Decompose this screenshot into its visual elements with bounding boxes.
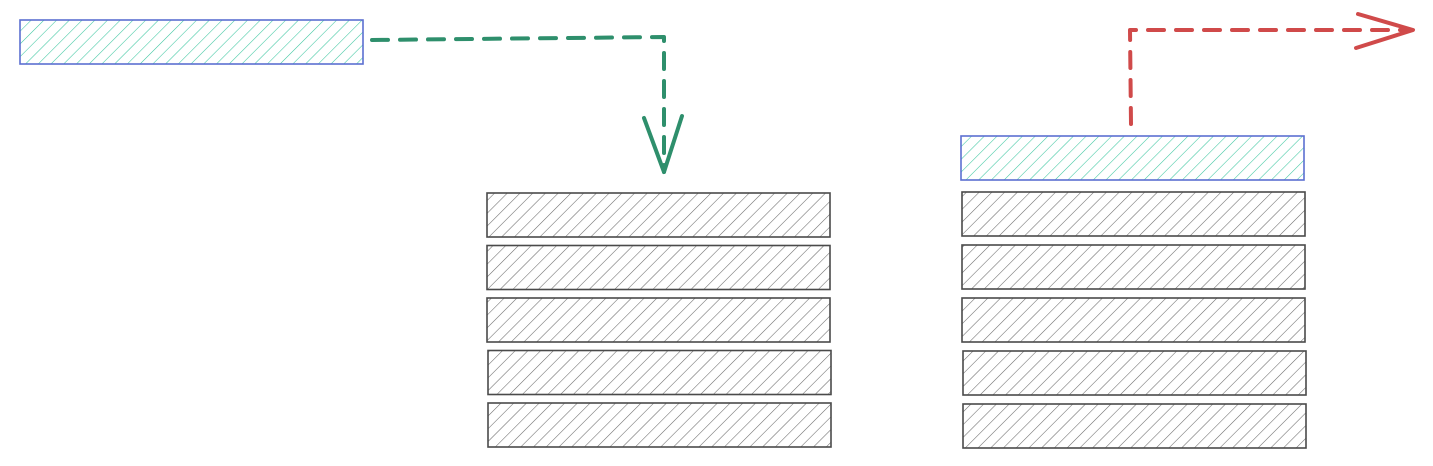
right-stack-item <box>961 297 1306 343</box>
pop-arrow-line <box>1128 28 1414 126</box>
pop-arrow-head <box>1354 12 1415 50</box>
right-stack-item <box>962 403 1307 449</box>
incoming-block <box>19 19 364 65</box>
push-arrow-head <box>642 114 684 174</box>
incoming-element <box>19 19 364 65</box>
right-stack-item <box>962 350 1307 396</box>
left-stack-item <box>486 192 831 238</box>
right-stack <box>960 135 1307 449</box>
right-stack-item <box>961 191 1306 237</box>
right-stack-item <box>961 244 1306 290</box>
left-stack-item <box>486 244 831 291</box>
pop-arrow <box>1128 12 1415 126</box>
left-stack-item <box>487 402 832 448</box>
right-stack-top-item <box>960 135 1305 181</box>
left-stack-item <box>487 349 832 396</box>
push-arrow-line <box>370 35 666 174</box>
push-arrow <box>370 35 684 174</box>
left-stack-item <box>486 297 831 343</box>
left-stack <box>486 192 832 448</box>
